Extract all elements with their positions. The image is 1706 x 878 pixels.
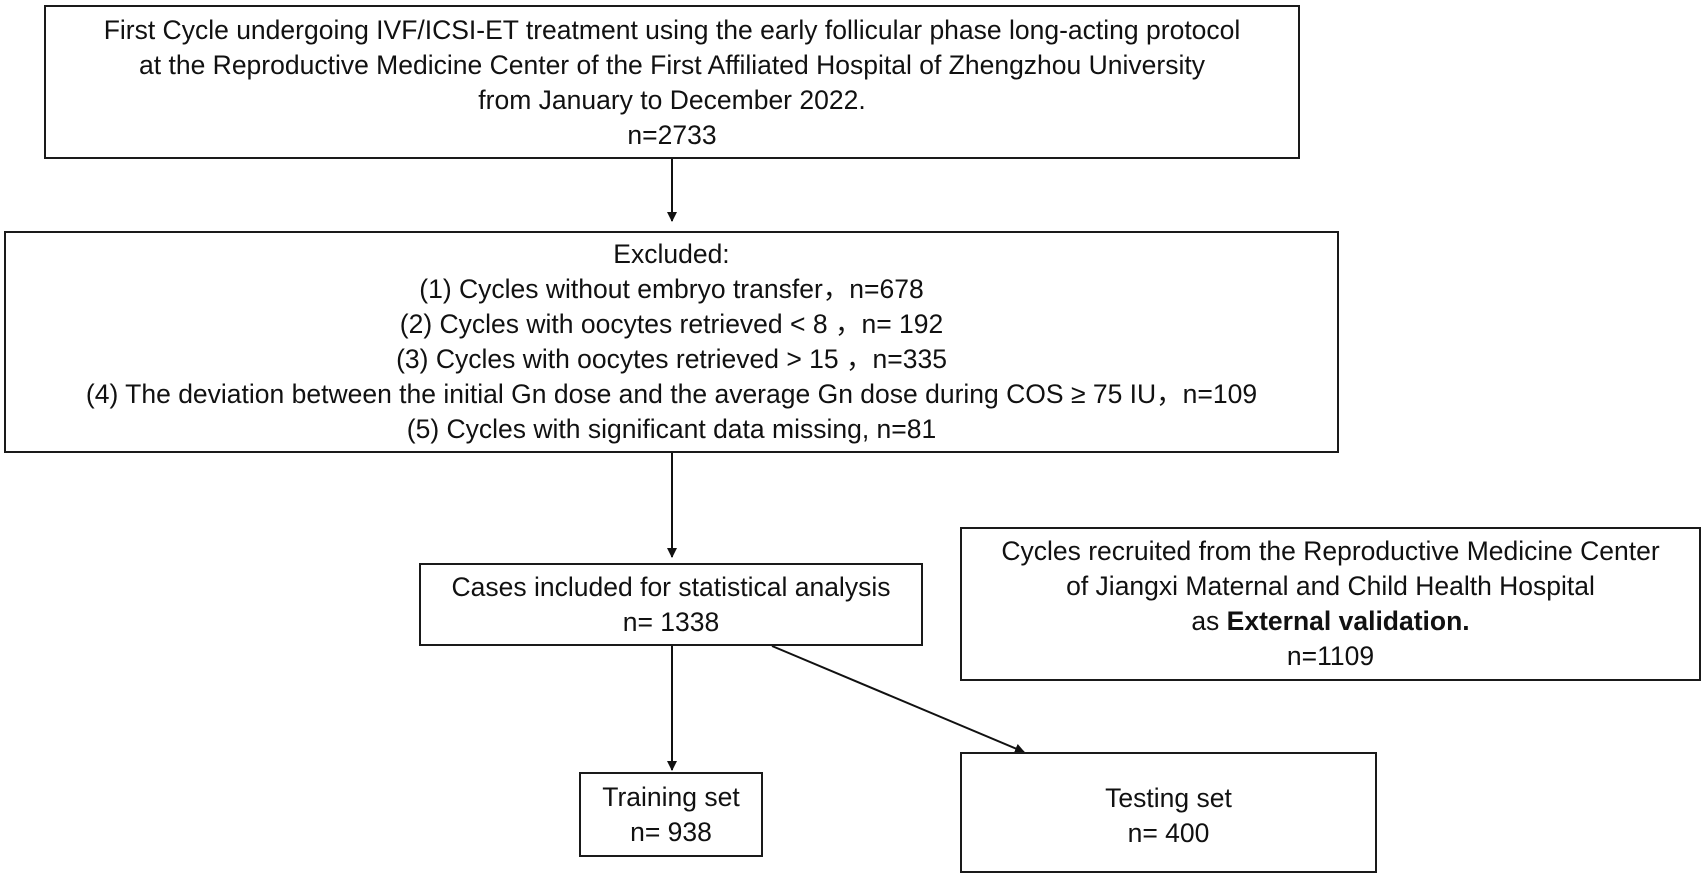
cohort-box: First Cycle undergoing IVF/ICSI-ET treat… <box>44 5 1300 159</box>
included-count: n= 1338 <box>622 606 720 637</box>
external-line-1: Cycles recruited from the Reproductive M… <box>1001 536 1660 566</box>
external-validation-label: External validation. <box>1226 606 1470 636</box>
external-line-2: of Jiangxi Maternal and Child Health Hos… <box>1066 571 1595 601</box>
excluded-item-5: (5) Cycles with significant data missing… <box>406 414 937 444</box>
testing-set-box: Testing set n= 400 <box>960 752 1377 873</box>
excluded-item-1: (1) Cycles without embryo transfer，n=678 <box>419 274 924 304</box>
included-box: Cases included for statistical analysis … <box>419 563 923 646</box>
excluded-box: Excluded: (1) Cycles without embryo tran… <box>4 231 1339 453</box>
included-label: Cases included for statistical analysis <box>451 571 891 602</box>
cohort-line-1: First Cycle undergoing IVF/ICSI-ET treat… <box>103 15 1241 45</box>
cohort-line-2: at the Reproductive Medicine Center of t… <box>139 50 1205 80</box>
excluded-item-3: (3) Cycles with oocytes retrieved > 15 ，… <box>396 344 947 374</box>
testing-count: n= 400 <box>1127 817 1210 848</box>
external-validation-box: Cycles recruited from the Reproductive M… <box>960 527 1701 681</box>
training-count: n= 938 <box>630 816 712 847</box>
external-count: n=1109 <box>1286 641 1375 671</box>
external-line-3: as External validation. <box>1191 604 1469 639</box>
training-label: Training set <box>602 781 740 812</box>
cohort-line-3: from January to December 2022. <box>478 85 866 115</box>
excluded-item-2: (2) Cycles with oocytes retrieved < 8 ，n… <box>399 309 944 339</box>
external-line-3-prefix: as <box>1191 606 1227 636</box>
testing-label: Testing set <box>1105 782 1232 813</box>
excluded-heading: Excluded: <box>613 239 730 269</box>
excluded-item-4: (4) The deviation between the initial Gn… <box>85 379 1258 409</box>
training-set-box: Training set n= 938 <box>579 772 763 857</box>
cohort-count: n=2733 <box>627 120 717 150</box>
